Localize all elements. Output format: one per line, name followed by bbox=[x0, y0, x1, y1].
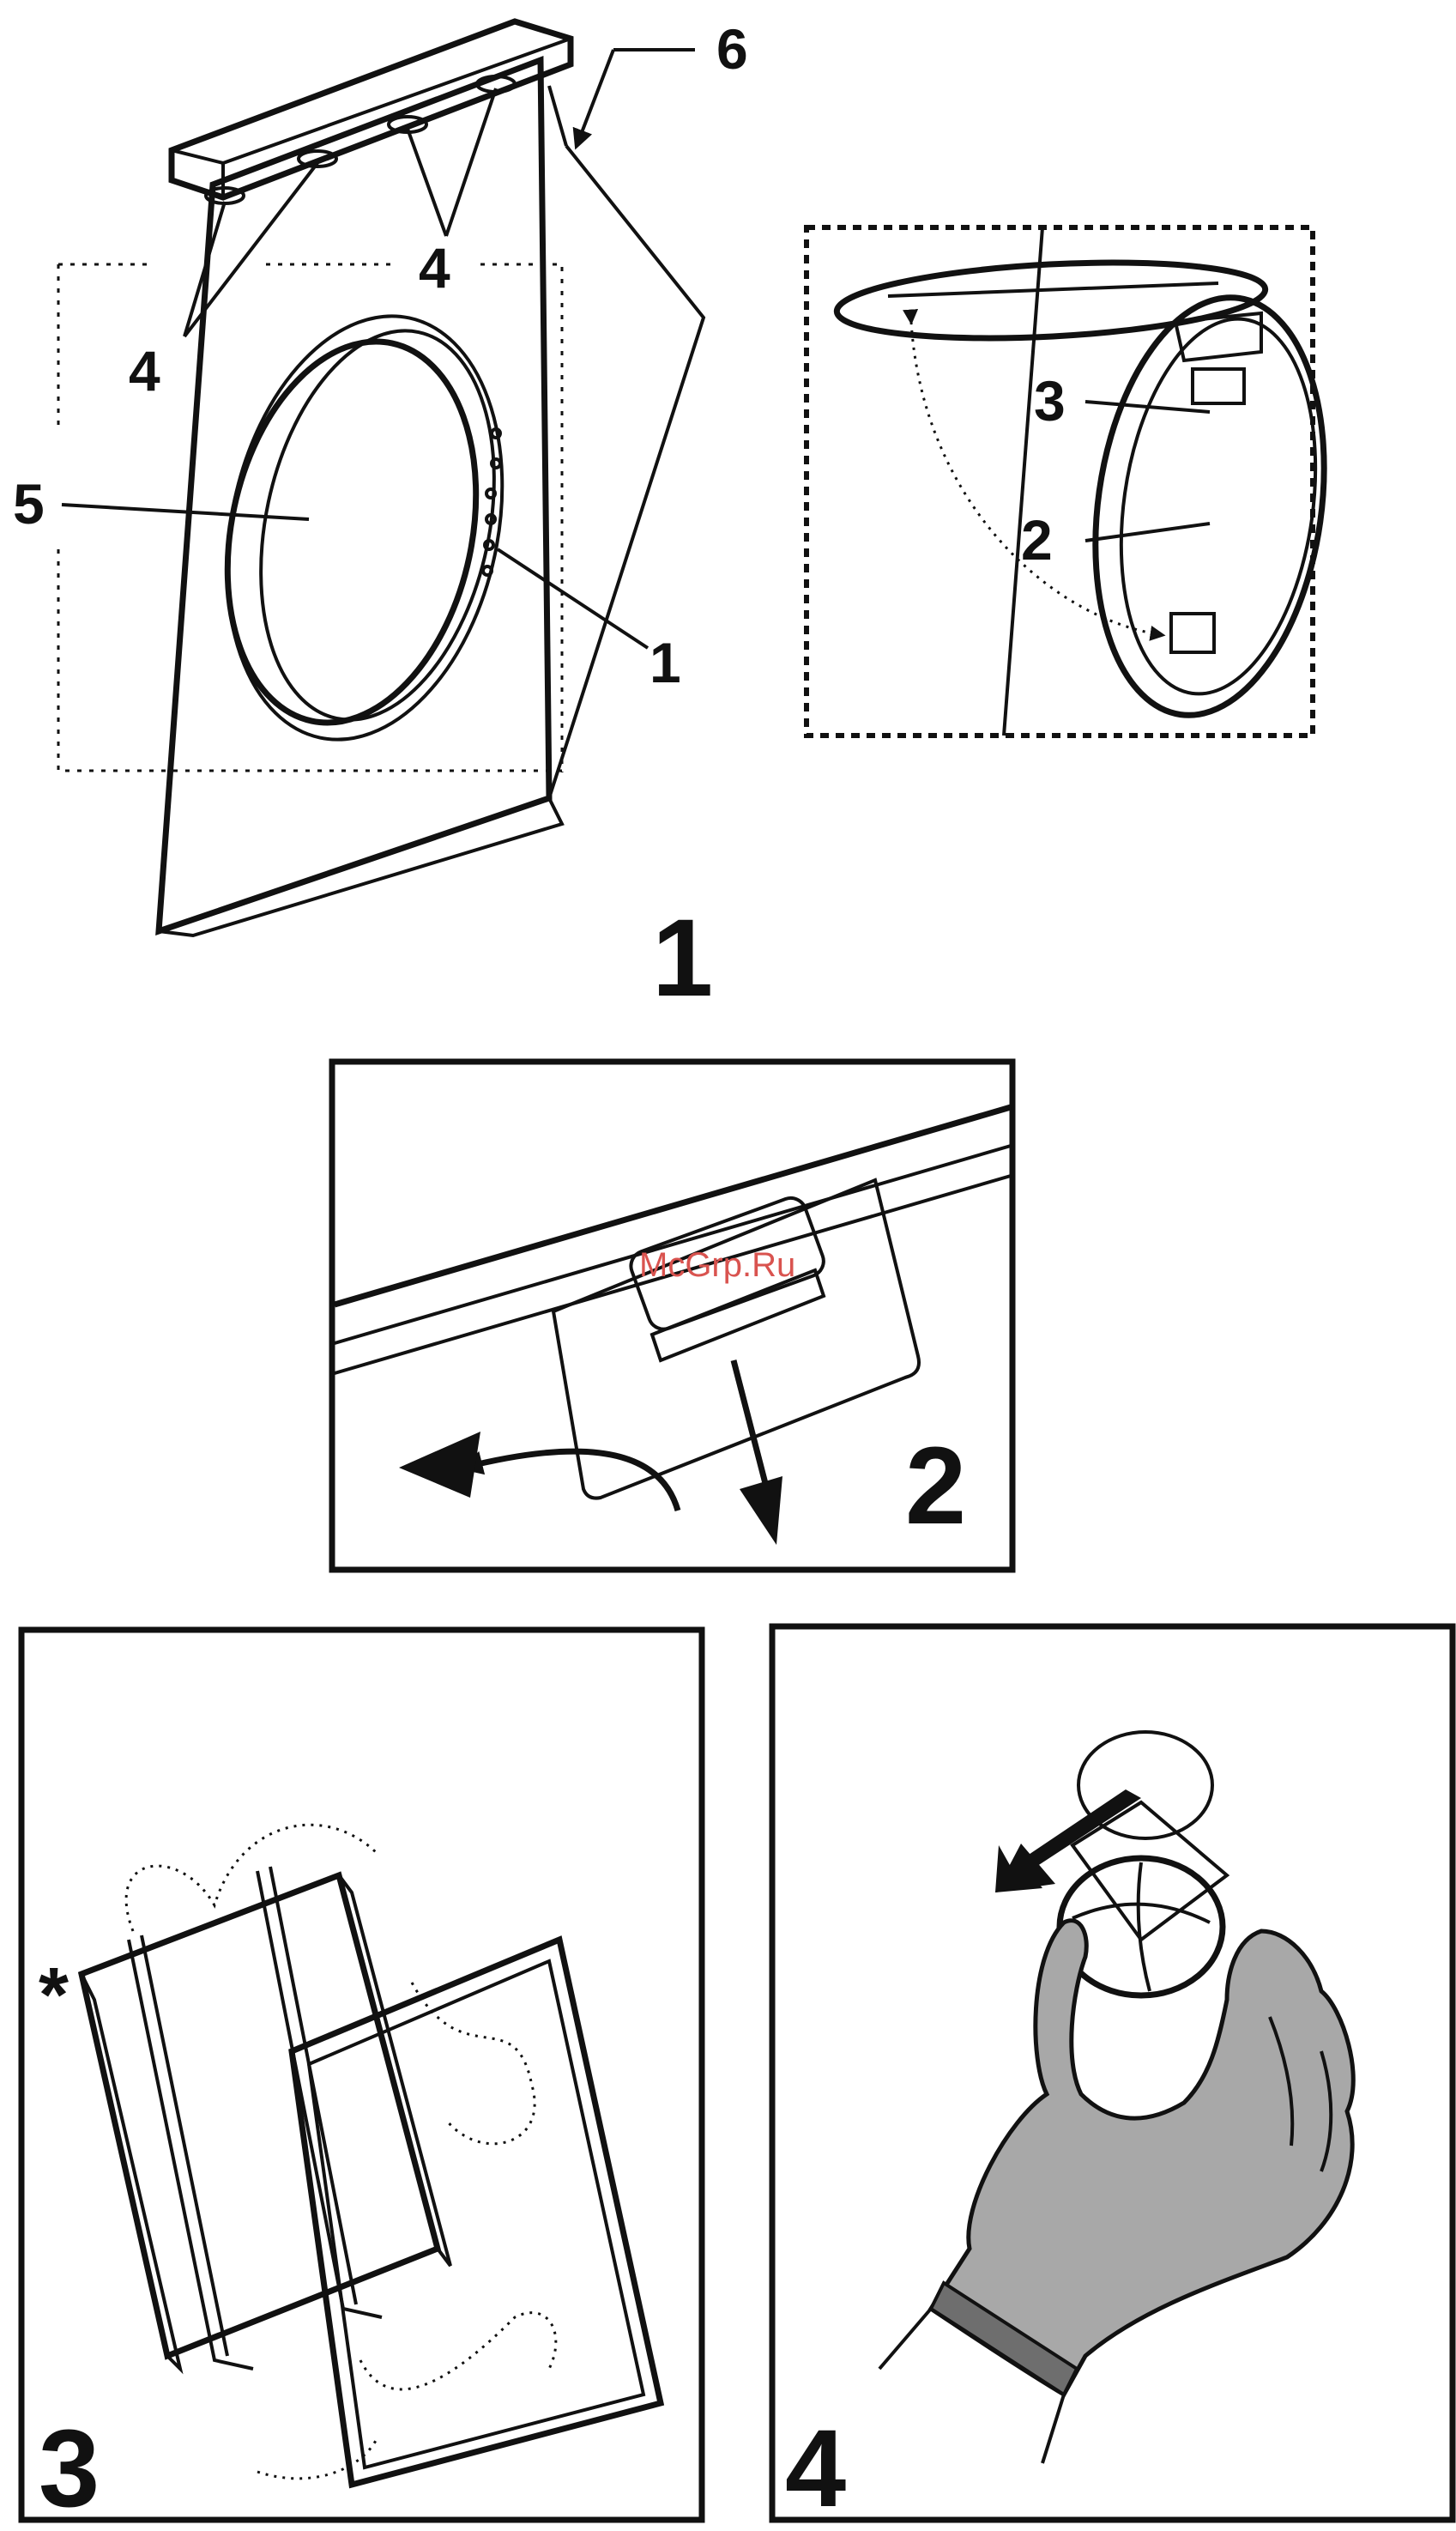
lamp-housing bbox=[1070, 282, 1350, 730]
callout-5: 5 bbox=[13, 472, 45, 536]
detail-box bbox=[807, 227, 1313, 736]
callout-4-left: 4 bbox=[129, 339, 160, 403]
figure-3: * 3 bbox=[21, 1630, 702, 2527]
figure-3-label: 3 bbox=[39, 2407, 100, 2527]
hood-drawing bbox=[159, 21, 704, 936]
figure-2-label: 2 bbox=[905, 1425, 966, 1547]
watermark: McGrp.Ru bbox=[639, 1246, 795, 1284]
removal-arrow-icon bbox=[995, 1789, 1141, 1892]
down-arrow-icon bbox=[734, 1360, 768, 1493]
callout-6: 6 bbox=[716, 17, 748, 81]
figure-3-frame bbox=[21, 1630, 702, 2520]
callout-4-right: 4 bbox=[419, 236, 450, 300]
callout-1: 1 bbox=[649, 631, 681, 694]
figure-1-label: 1 bbox=[652, 897, 713, 1020]
grease-filter-front bbox=[82, 1875, 438, 2356]
figure-4: 4 bbox=[772, 1626, 1453, 2527]
detail-callout-2: 2 bbox=[1021, 508, 1053, 572]
lamp-clip-shape bbox=[1193, 369, 1244, 403]
figure-1: 4 4 5 1 6 1 bbox=[13, 17, 748, 1020]
figure-1-detail: 3 2 bbox=[807, 227, 1350, 736]
gloved-hand-icon bbox=[879, 1921, 1353, 2463]
figure-4-label: 4 bbox=[785, 2407, 846, 2527]
figure-2: McGrp.Ru 2 bbox=[332, 1062, 1012, 1570]
detail-callout-3: 3 bbox=[1034, 369, 1066, 433]
asterisk-marker: * bbox=[39, 1953, 69, 2038]
